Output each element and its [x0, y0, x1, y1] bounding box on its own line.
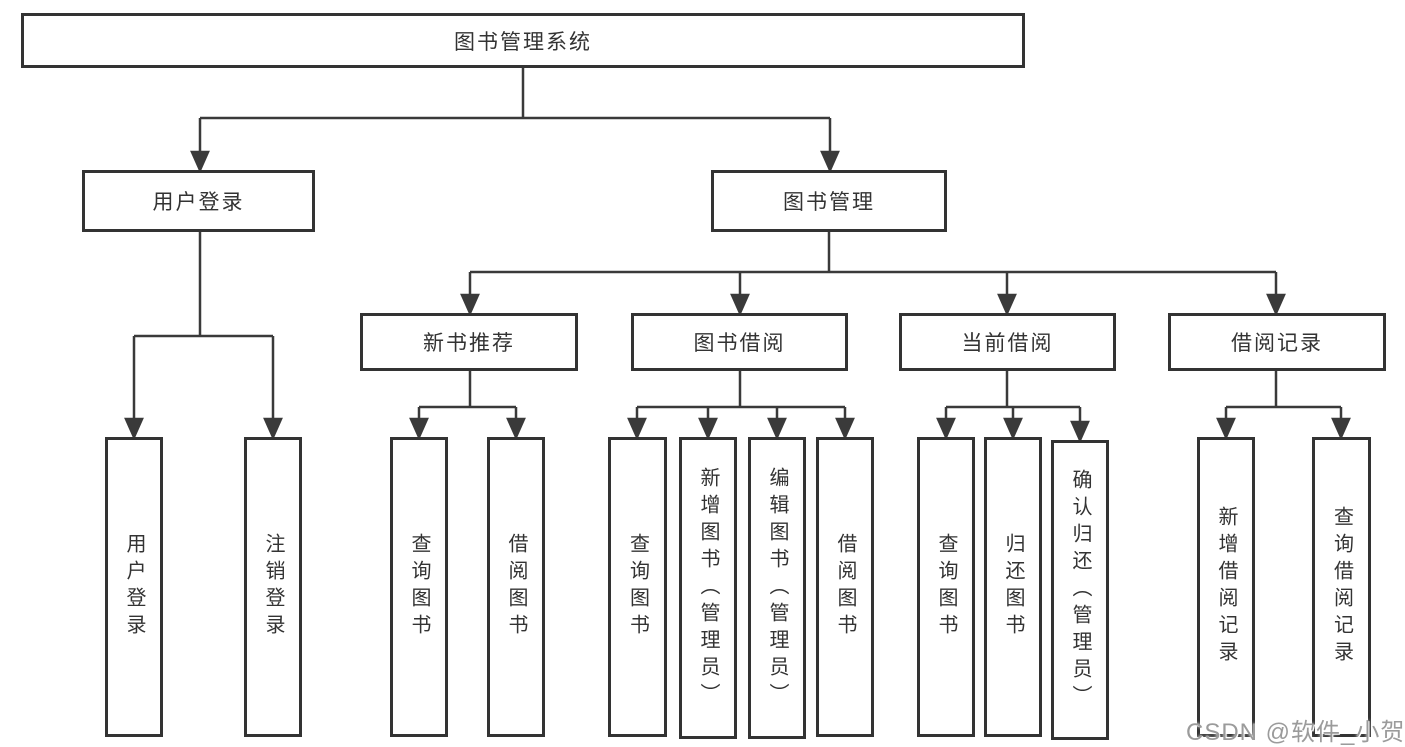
node-leaf-logout: 注销登录	[244, 437, 302, 737]
connector-current-borrow-children	[936, 371, 1090, 444]
node-borrow-records: 借阅记录	[1168, 313, 1386, 371]
node-book-borrow: 图书借阅	[631, 313, 848, 371]
connector-new-books-children	[409, 371, 526, 441]
node-current-borrow: 当前借阅	[899, 313, 1116, 371]
node-leaf-borrow-books: 借阅图书	[816, 437, 874, 737]
node-leaf-return-books: 归还图书	[984, 437, 1042, 737]
connector-book-mgmt-children	[460, 232, 1286, 317]
connector-book-borrow-children	[627, 371, 855, 441]
connector-records-children	[1216, 371, 1351, 441]
node-leaf-add-books-admin: 新增图书（管理员）	[679, 437, 737, 739]
node-leaf-query-books-recommend: 查询图书	[390, 437, 448, 737]
node-leaf-query-books-current: 查询图书	[917, 437, 975, 737]
node-new-book-recommend: 新书推荐	[360, 313, 578, 371]
csdn-watermark: CSDN @软件_小贺同学	[1186, 719, 1405, 746]
node-book-management: 图书管理	[711, 170, 947, 232]
node-leaf-query-borrow-record: 查询借阅记录	[1312, 437, 1371, 737]
node-leaf-add-borrow-record: 新增借阅记录	[1197, 437, 1255, 737]
node-leaf-query-books-borrow: 查询图书	[608, 437, 667, 737]
connector-user-login-children	[124, 232, 283, 441]
node-leaf-edit-books-admin: 编辑图书（管理员）	[748, 437, 806, 739]
connector-root-branches	[190, 68, 840, 174]
node-leaf-confirm-return-admin: 确认归还（管理员）	[1051, 440, 1109, 740]
node-user-login: 用户登录	[82, 170, 315, 232]
node-leaf-borrow-books-recommend: 借阅图书	[487, 437, 545, 737]
node-library-system: 图书管理系统	[21, 13, 1025, 68]
node-leaf-user-login: 用户登录	[105, 437, 163, 737]
